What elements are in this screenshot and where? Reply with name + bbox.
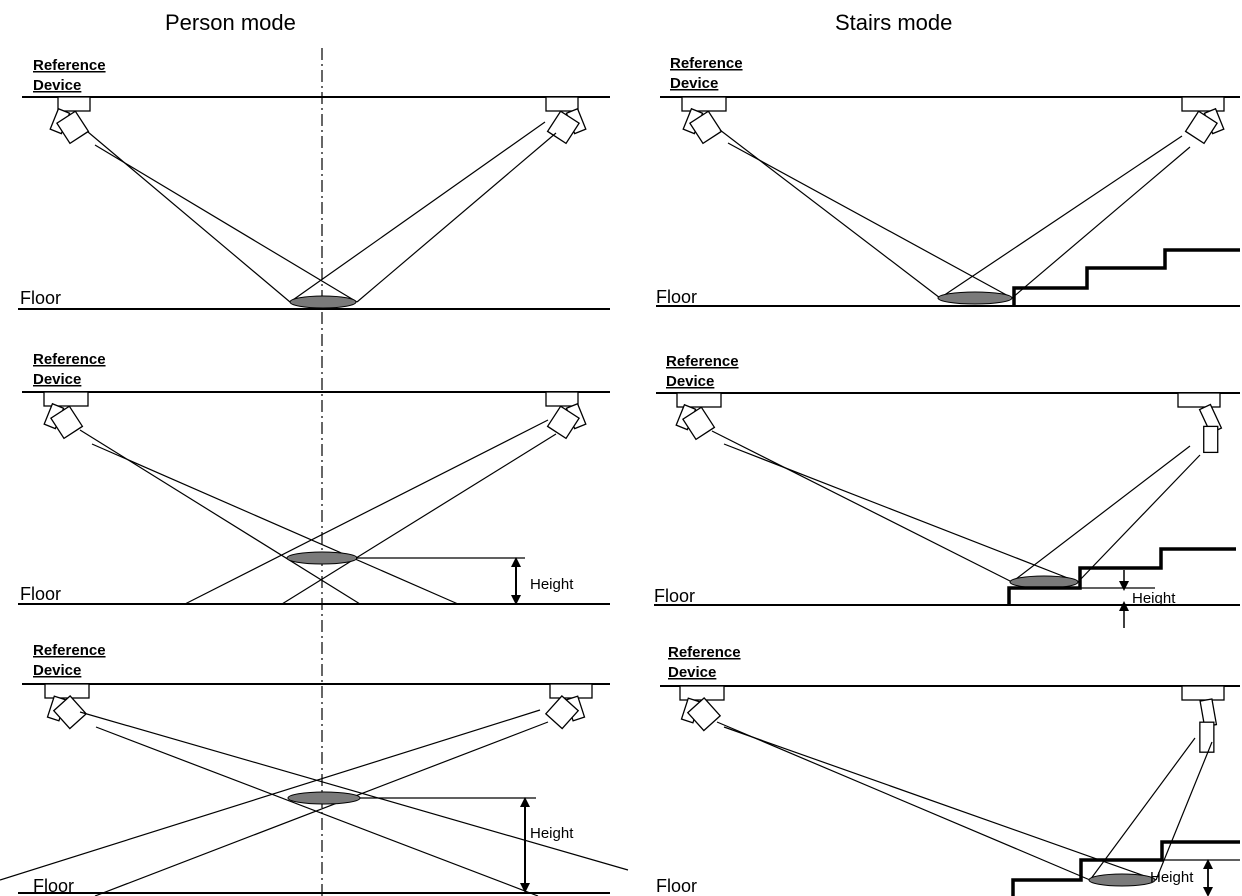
device-label: Device [33,662,81,679]
camera-device-right [545,96,587,145]
stairs-mode-panel-3: Reference Device Height Floor [656,644,1240,896]
height-label: Height [530,825,574,842]
detection-spot [286,551,358,565]
floor-label: Floor [656,287,697,307]
person-mode-panel-2: Reference Device Height Floor [18,351,610,605]
floor-label: Floor [656,876,697,896]
stairs-outline [1011,840,1240,896]
device-label: Device [670,75,718,92]
detection-spot [1088,873,1156,887]
height-label: Height [530,576,574,593]
stairs-mode-panel-1: Reference Device Floor [656,55,1240,307]
stairs-mode-panel-2: Reference Device Height Floor [654,353,1240,628]
device-label: Device [33,77,81,94]
reference-label: Reference [666,353,739,370]
reference-label: Reference [668,644,741,661]
camera-device-right [1181,685,1225,753]
camera-device-left [681,96,727,145]
camera-device-left [43,391,89,440]
reference-label: Reference [33,642,106,659]
device-label: Device [666,373,714,390]
floor-label: Floor [654,586,695,606]
camera-device-right [1181,96,1225,145]
detection-spot [1009,575,1079,589]
person-mode-panel-3: Reference Device Height Floor [0,642,629,896]
camera-device-left [679,685,725,732]
height-label: Height [1150,869,1194,886]
reference-label: Reference [33,57,106,74]
detection-spot [937,291,1013,305]
camera-device-left [49,96,91,145]
camera-device-right [545,391,587,440]
device-label: Device [33,371,81,388]
floor-label: Floor [20,584,61,604]
stairs-outline [1012,248,1240,306]
person-mode-panel-1: Reference Device Floor [18,57,610,310]
stairs-outline [1007,547,1236,604]
reference-label: Reference [670,55,743,72]
floor-label: Floor [20,288,61,308]
title-person-mode: Person mode [165,10,296,35]
reference-label: Reference [33,351,106,368]
camera-device-left [44,683,90,730]
height-label: Height [1132,590,1176,607]
detection-spot [287,791,361,805]
camera-device-left [675,392,722,441]
title-stairs-mode: Stairs mode [835,10,952,35]
camera-device-right [544,683,593,730]
device-label: Device [668,664,716,681]
floor-label: Floor [33,876,74,896]
camera-device-right [1177,392,1223,454]
detection-spot [289,295,357,309]
